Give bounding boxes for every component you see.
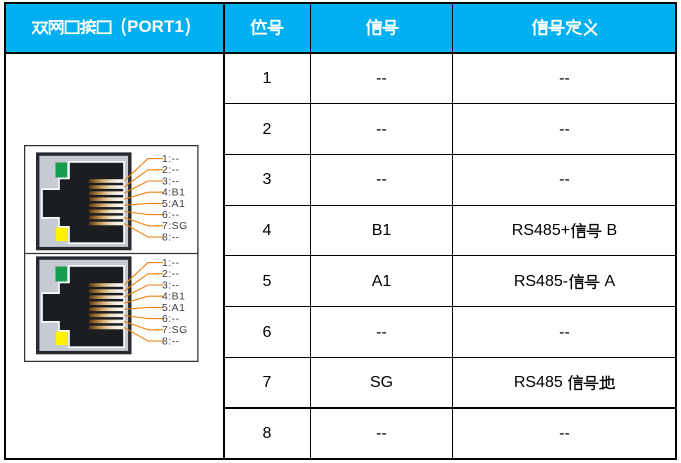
- svg-text:1:--: 1:--: [162, 258, 180, 269]
- svg-text:8:--: 8:--: [162, 232, 180, 243]
- svg-text:7:SG: 7:SG: [162, 221, 188, 232]
- svg-text:5:A1: 5:A1: [162, 303, 185, 314]
- svg-text:3:--: 3:--: [162, 176, 180, 187]
- svg-text:3:--: 3:--: [162, 280, 180, 291]
- svg-text:6:--: 6:--: [162, 314, 180, 325]
- svg-text:7:SG: 7:SG: [162, 325, 188, 336]
- svg-text:2:--: 2:--: [162, 165, 180, 176]
- svg-text:8:--: 8:--: [162, 336, 180, 347]
- svg-text:4:B1: 4:B1: [162, 188, 185, 199]
- svg-text:2:--: 2:--: [162, 269, 180, 280]
- svg-text:1:--: 1:--: [162, 154, 180, 165]
- svg-text:6:--: 6:--: [162, 210, 180, 221]
- svg-text:4:B1: 4:B1: [162, 292, 185, 303]
- svg-text:5:A1: 5:A1: [162, 199, 185, 210]
